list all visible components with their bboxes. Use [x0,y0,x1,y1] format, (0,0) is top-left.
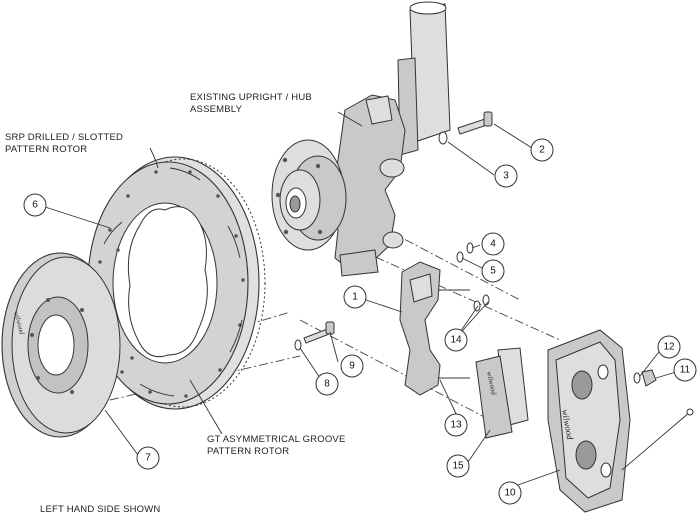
callout-5: 5 [481,259,505,283]
svg-text:10: 10 [504,488,516,499]
callout-10: 10 [498,481,522,505]
svg-text:15: 15 [452,461,464,472]
label-upright-line2: ASSEMBLY [190,104,243,115]
label-upright-line1: EXISTING UPRIGHT / HUB [190,92,312,103]
svg-text:6: 6 [32,200,38,211]
svg-text:1: 1 [352,292,358,303]
callout-9: 9 [340,354,364,378]
rotor-hat: wilwood [1,252,121,438]
callout-7: 7 [136,446,160,470]
callout-14: 14 [444,328,468,352]
rotor-drill-holes [96,170,245,398]
svg-text:7: 7 [145,453,151,464]
caliper: wilwood [547,329,631,513]
label-gt-line2: PATTERN ROTOR [207,446,289,457]
callout-13: 13 [444,413,468,437]
svg-text:8: 8 [324,379,330,390]
callout-6: 6 [23,193,47,217]
callout-12: 12 [657,335,681,359]
callout-11: 11 [673,358,697,382]
svg-text:9: 9 [349,361,355,372]
label-gt-line1: GT ASYMMETRICAL GROOVE [207,434,345,445]
callout-2: 2 [530,138,554,162]
label-srp-line2: PATTERN ROTOR [5,144,87,155]
callout-1: 1 [343,285,367,309]
callout-3: 3 [494,164,518,188]
caliper-bracket [399,261,470,396]
brake-pads: wilwood [475,347,529,439]
svg-text:2: 2 [539,145,545,156]
svg-text:11: 11 [680,365,691,376]
label-srp-line1: SRP DRILLED / SLOTTED [5,132,123,143]
svg-text:14: 14 [450,335,462,346]
hardware [294,111,694,471]
svg-text:12: 12 [663,342,675,353]
svg-text:4: 4 [490,239,496,250]
label-footer: LEFT HAND SIDE SHOWN [40,504,160,515]
callout-4: 4 [481,232,505,256]
callout-15: 15 [446,454,470,478]
upright-hub-assembly [271,1,451,277]
svg-text:3: 3 [503,171,509,182]
srp-rotor [87,156,266,410]
svg-text:5: 5 [490,266,496,277]
callout-8: 8 [315,372,339,396]
svg-text:13: 13 [450,420,462,431]
